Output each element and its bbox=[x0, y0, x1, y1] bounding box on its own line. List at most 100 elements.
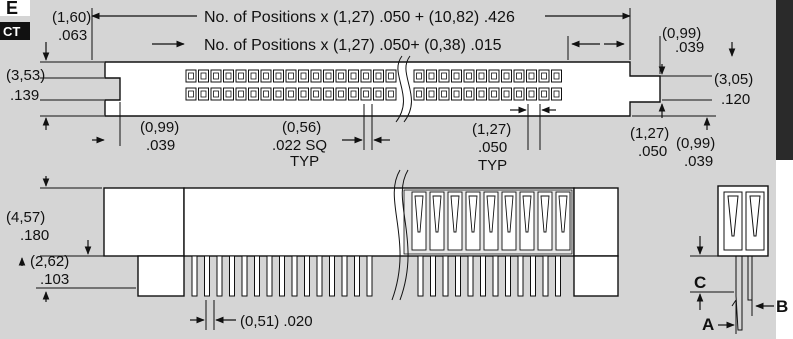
contact-cavity bbox=[198, 69, 209, 83]
contact-cavity bbox=[235, 69, 247, 83]
contact-cavity bbox=[223, 69, 234, 83]
break-line-top-2 bbox=[403, 55, 412, 123]
right-pitch-mm: (1,27) bbox=[630, 125, 669, 142]
pin bbox=[341, 255, 348, 297]
contact-cavity bbox=[285, 87, 297, 101]
top-view bbox=[104, 55, 661, 123]
pin bbox=[279, 255, 285, 297]
end-view bbox=[717, 185, 769, 331]
break-line-top bbox=[395, 55, 404, 123]
standoff-mm: (2,62) bbox=[30, 253, 69, 270]
pin bbox=[304, 255, 310, 297]
contact-section bbox=[555, 191, 571, 251]
contact-cavity bbox=[463, 69, 475, 83]
overall-dim-text: No. of Positions x (1,27) .050 + (10,82)… bbox=[204, 9, 515, 26]
badge-line1: E bbox=[6, 0, 18, 18]
pin-width-text: (0,51) .020 bbox=[240, 313, 313, 330]
right-height-mm: (3,05) bbox=[714, 71, 753, 88]
right-pitch-in: .050 bbox=[638, 143, 667, 160]
right-end-in: .039 bbox=[675, 39, 704, 56]
left-offset-in: .039 bbox=[146, 137, 175, 154]
contact-cavity bbox=[413, 69, 425, 83]
pin bbox=[366, 255, 373, 297]
right-height-in: .120 bbox=[721, 91, 750, 108]
contact-cavity bbox=[463, 87, 475, 101]
left-notch-in: .063 bbox=[58, 27, 87, 44]
contact-cavity bbox=[476, 69, 487, 83]
contact-cavity bbox=[235, 87, 247, 101]
contact-cavity bbox=[310, 69, 322, 83]
pin bbox=[530, 255, 536, 297]
left-offset-mm: (0,99) bbox=[140, 119, 179, 136]
contact-cavity bbox=[223, 87, 234, 101]
contact-cavity bbox=[210, 69, 222, 83]
pin bbox=[254, 255, 260, 297]
pin bbox=[555, 255, 561, 297]
pin bbox=[417, 255, 424, 297]
left-notch-mm: (1,60) bbox=[52, 9, 91, 26]
body-height-mm: (4,57) bbox=[6, 209, 45, 226]
right-end-mm: (0,99) bbox=[662, 25, 701, 42]
contact-cavity bbox=[513, 69, 525, 83]
contact-cavity bbox=[426, 69, 437, 83]
contact-sq-mm: (0,56) bbox=[282, 119, 321, 136]
contact-cavity bbox=[285, 69, 297, 83]
contact-cavity bbox=[248, 69, 259, 83]
pin bbox=[329, 255, 335, 297]
end-view-pin-right bbox=[747, 256, 753, 301]
contact-cavity bbox=[360, 69, 372, 83]
contact-section bbox=[411, 191, 427, 251]
contact-cavity bbox=[273, 69, 284, 83]
break-line-side bbox=[391, 169, 401, 301]
contact-cavity bbox=[185, 69, 197, 83]
end-view-pin-left bbox=[735, 256, 743, 331]
contact-cavity bbox=[298, 87, 309, 101]
contact-cavity bbox=[513, 87, 525, 101]
break-line-side-2 bbox=[399, 169, 409, 301]
callout-c: C bbox=[694, 273, 706, 292]
contact-cavity bbox=[185, 87, 197, 101]
contact-cavity bbox=[488, 69, 500, 83]
contact-cavity bbox=[348, 69, 359, 83]
contact-sq-in: .022 SQ bbox=[272, 137, 327, 154]
right-offset-mm: (0,99) bbox=[676, 135, 715, 152]
side-tab bbox=[776, 0, 793, 160]
contact-cavity bbox=[501, 87, 512, 101]
contact-cavity bbox=[385, 69, 397, 83]
side-view bbox=[103, 169, 619, 301]
contact-cavity-grid bbox=[185, 69, 562, 101]
contact-section bbox=[465, 191, 481, 251]
contact-cavity bbox=[488, 87, 500, 101]
pin bbox=[517, 255, 524, 297]
pin-row bbox=[191, 255, 561, 297]
pin bbox=[354, 255, 360, 297]
left-standoff bbox=[137, 255, 185, 297]
pitch-note: TYP bbox=[478, 157, 507, 174]
contact-cavity bbox=[538, 87, 550, 101]
pin bbox=[505, 255, 511, 297]
contact-cavity bbox=[451, 87, 462, 101]
contact-cavity bbox=[373, 69, 384, 83]
contact-cavity bbox=[385, 87, 397, 101]
end-view-contact-right bbox=[749, 195, 761, 237]
contact-cavity bbox=[538, 69, 550, 83]
side-view-end-right bbox=[573, 187, 619, 257]
contact-cavity bbox=[451, 69, 462, 83]
end-view-tail bbox=[731, 299, 737, 307]
body-height-in: .180 bbox=[20, 227, 49, 244]
pin bbox=[316, 255, 323, 297]
end-view-body bbox=[717, 185, 769, 257]
callout-b: B bbox=[776, 297, 788, 316]
pin bbox=[266, 255, 273, 297]
contact-cavity bbox=[501, 69, 512, 83]
contact-cavity bbox=[323, 87, 334, 101]
span-dim-text: No. of Positions x (1,27) .050+ (0,38) .… bbox=[204, 37, 502, 54]
pitch-in: .050 bbox=[478, 139, 507, 156]
contact-cavity bbox=[413, 87, 425, 101]
contact-cavity bbox=[198, 87, 209, 101]
standoff-in: .103 bbox=[40, 271, 69, 288]
pin bbox=[442, 255, 449, 297]
contact-cavity bbox=[526, 87, 537, 101]
contact-cavity bbox=[438, 69, 450, 83]
